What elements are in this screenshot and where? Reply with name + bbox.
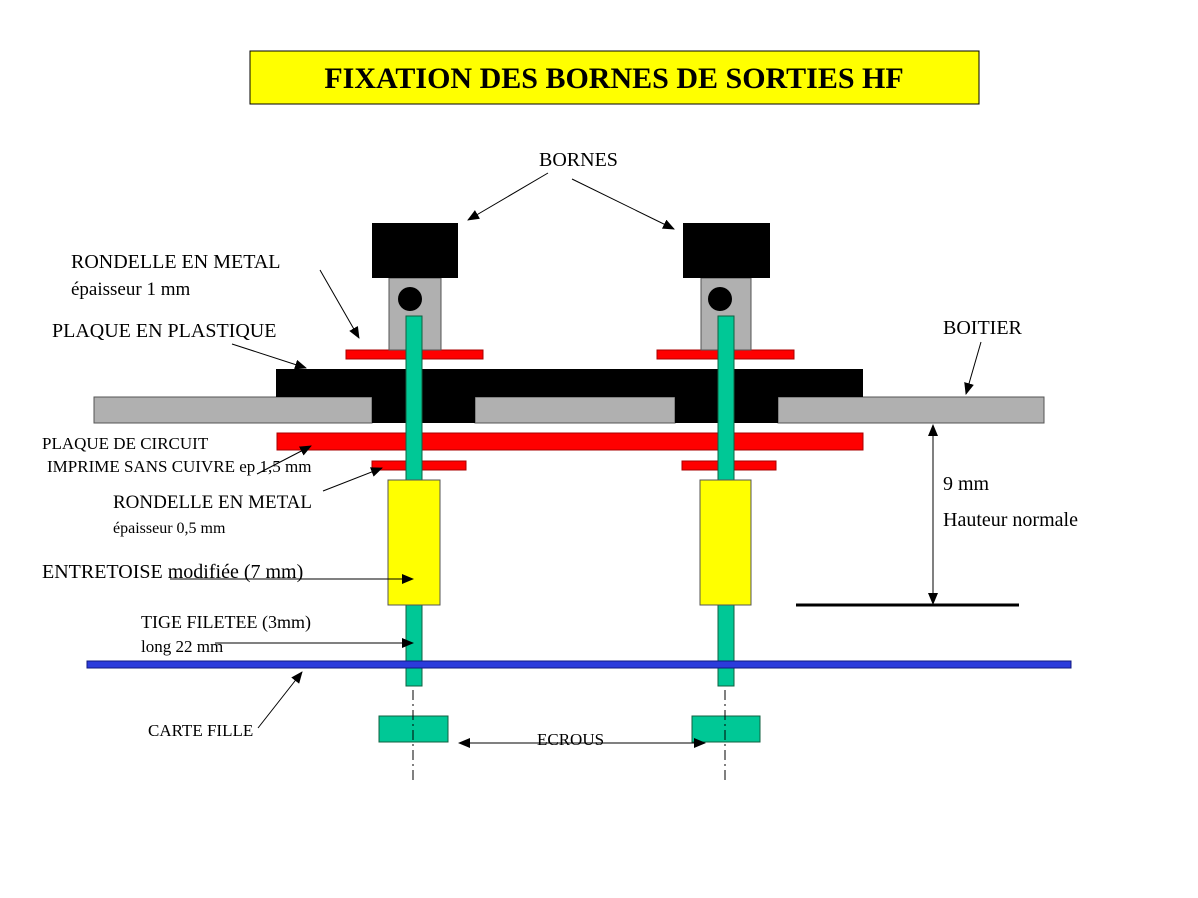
terminal-head-right: [683, 223, 770, 278]
label-plaque-plastique: PLAQUE EN PLASTIQUE: [52, 320, 276, 342]
pcb-arrow: [256, 445, 312, 475]
plastic-plate-arrow: [231, 343, 307, 370]
plastic-plate: [276, 369, 863, 397]
case-panel-left: [93, 396, 373, 424]
bottom-washer-arrow: [322, 467, 383, 492]
terminal-hole-right: [708, 287, 732, 311]
label-plaque-circuit-line2: IMPRIME SANS CUIVRE ep 1,5 mm: [47, 457, 311, 476]
nut-right: [691, 715, 761, 743]
bornes-arrow-right: [571, 178, 675, 230]
label-boitier: BOITIER: [943, 317, 1023, 339]
label-bornes: BORNES: [539, 149, 618, 171]
terminal-head-left: [372, 223, 458, 278]
label-rondelle-metal-bottom-thickness: épaisseur 0,5 mm: [113, 520, 226, 537]
case-panel-right: [777, 396, 1045, 424]
label-height-desc: Hauteur normale: [943, 509, 1078, 531]
label-rondelle-metal-bottom: RONDELLE EN METAL: [113, 492, 312, 513]
daughter-board-arrow: [257, 671, 303, 729]
label-tige-filetee: TIGE FILETEE (3mm): [141, 612, 311, 633]
label-tige-length: long 22 mm: [141, 637, 223, 656]
spacer-left-front: [387, 479, 441, 606]
top-washer-arrow: [319, 269, 360, 339]
label-rondelle-metal-top: RONDELLE EN METAL: [71, 251, 280, 273]
plastic-plate-insert-left: [372, 397, 475, 423]
daughter-board: [86, 660, 1072, 669]
label-plaque-circuit-line1: PLAQUE DE CIRCUIT: [42, 434, 209, 453]
title-background: [249, 50, 980, 105]
label-carte-fille: CARTE FILLE: [148, 721, 253, 740]
diagram-title: FIXATION DES BORNES DE SORTIES HF: [324, 62, 903, 95]
label-height-value: 9 mm: [943, 473, 990, 495]
case-panel-middle: [474, 396, 676, 424]
pcb-plate: [276, 432, 864, 451]
terminal-hole-left: [398, 287, 422, 311]
boitier-arrow: [964, 341, 982, 395]
label-ecrous: ECROUS: [537, 730, 604, 749]
bornes-arrow-left: [467, 172, 549, 221]
spacer-right-front: [699, 479, 752, 606]
title-box: FIXATION DES BORNES DE SORTIES HF: [249, 50, 980, 105]
label-rondelle-metal-top-thickness: épaisseur 1 mm: [71, 279, 190, 300]
label-entretoise: ENTRETOISE modifiée (7 mm): [42, 561, 303, 583]
